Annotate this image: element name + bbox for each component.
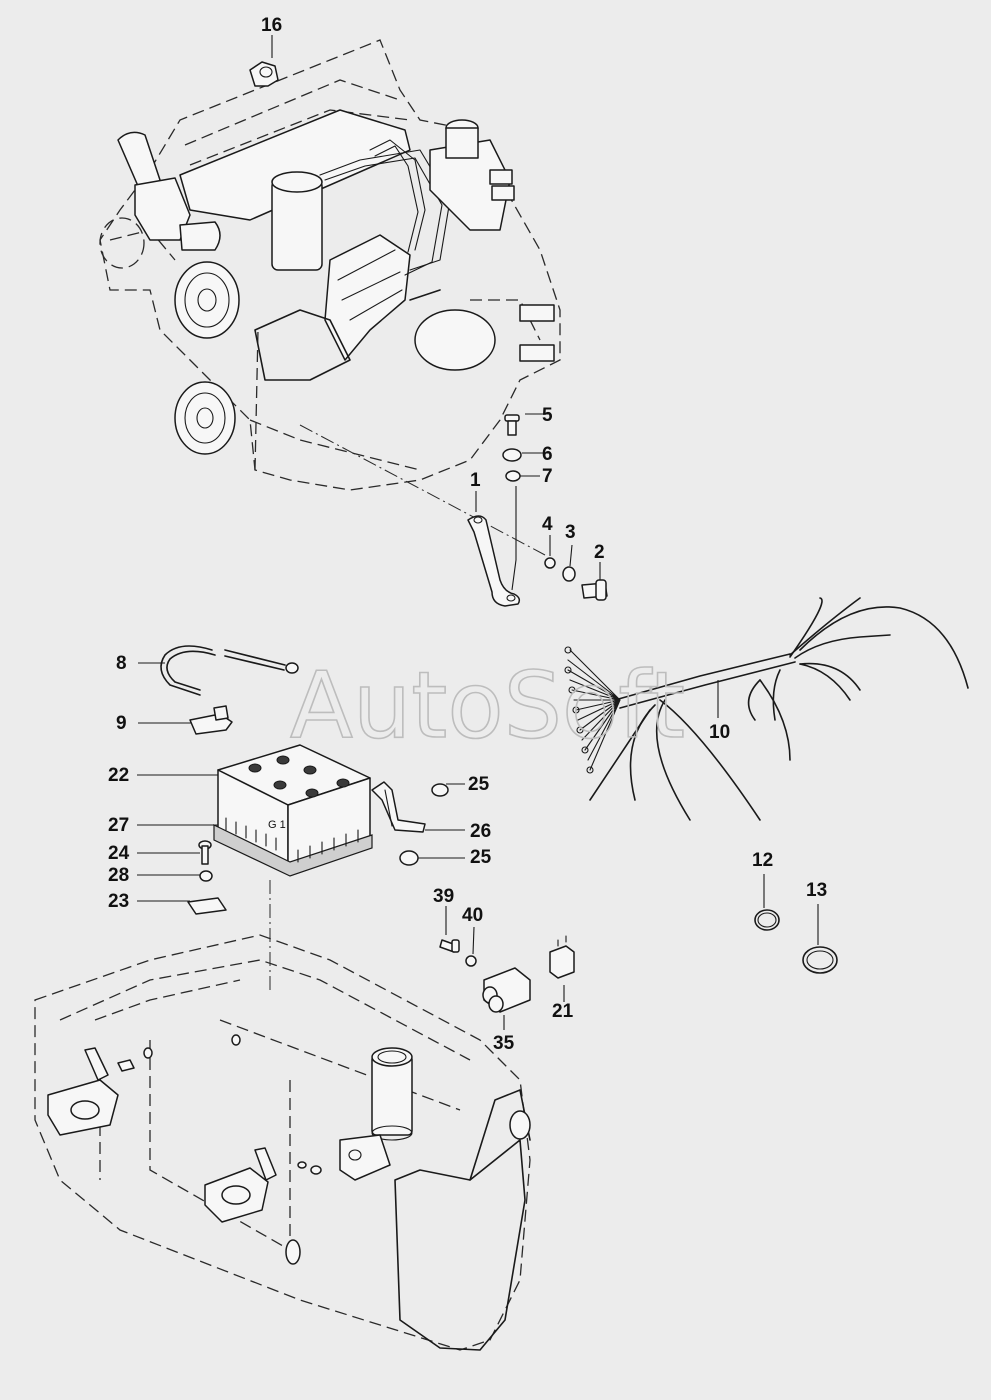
battery-cable-8 [160,645,299,696]
callout-23: 23 [108,891,129,912]
callout-3: 3 [565,522,576,543]
battery-frame [34,934,531,1351]
callout-22: 22 [108,765,129,786]
leader-lines [137,35,601,1030]
bolt-5 [504,414,520,436]
callout-25-top: 25 [468,774,490,795]
relay-21 [549,935,575,979]
callout-27: 27 [108,815,129,836]
callout-39: 39 [433,886,454,907]
callout-2: 2 [594,542,605,563]
callout-4: 4 [542,514,553,535]
battery-marking: G 1 [268,819,286,831]
watermark: AutoSoft [290,652,685,759]
hold-down-bar-26 [371,781,426,833]
screw-39 [439,939,460,953]
callout-8: 8 [116,653,127,674]
callout-10: 10 [709,722,730,743]
callout-25-bottom: 25 [470,847,492,868]
callout-6: 6 [542,444,553,465]
washer-28 [199,870,213,882]
nut-3 [562,566,576,582]
part-16-clip [249,61,279,87]
callout-9: 9 [116,713,127,734]
nut-25-top [431,783,449,797]
callout-7: 7 [542,466,553,487]
engine [99,39,561,556]
battery-22: G 1 [213,744,373,990]
callout-1: 1 [470,470,481,491]
fuse-holder-35 [482,967,531,1013]
washer-6 [502,448,522,462]
bolt-2 [581,579,608,601]
washer-4 [544,557,556,569]
lock-washer-7 [505,470,521,482]
callout-26: 26 [470,821,491,842]
callout-21: 21 [552,1001,574,1022]
callout-13: 13 [806,880,827,901]
callout-12: 12 [752,850,773,871]
callout-35: 35 [493,1033,515,1054]
bolt-24 [198,840,212,865]
callout-16: 16 [261,15,282,36]
terminal-9 [189,705,233,735]
callout-40: 40 [462,905,483,926]
callout-24: 24 [108,843,130,864]
washer-40 [465,955,477,967]
engine-ground-strap [467,486,521,607]
nut-25-bottom [399,850,419,866]
callout-28: 28 [108,865,129,886]
hose-clamp-12 [754,874,780,931]
callout-labels: 16 5 6 7 1 4 3 2 8 9 10 22 25 27 26 24 2… [108,15,827,1054]
wiring-harness-10 [564,597,969,821]
hose-clamp-13 [802,904,838,974]
clamp-23 [187,897,227,915]
callout-5: 5 [542,405,553,426]
